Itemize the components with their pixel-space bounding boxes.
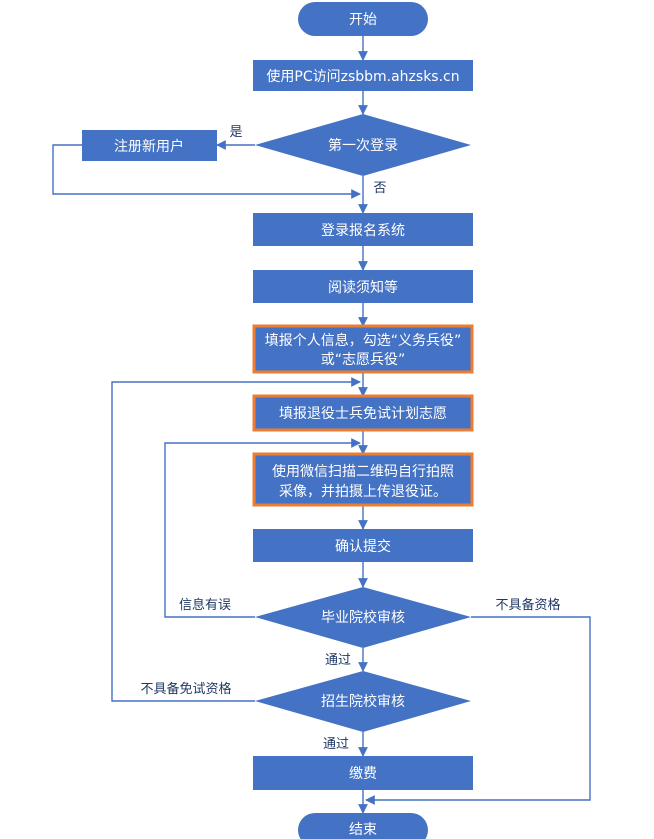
edge-label-not-qualified: 不具备资格	[495, 597, 560, 613]
login-box	[253, 213, 473, 246]
fill-info-box	[252, 324, 474, 374]
upload-box	[252, 452, 474, 507]
edge-label-pass1: 通过	[325, 653, 351, 668]
node-end: 结束	[298, 813, 428, 839]
node-pay: 缴费	[253, 756, 473, 790]
fill-plan-box	[252, 394, 474, 432]
first-login-diamond	[255, 114, 471, 176]
edge-grad-infoerror	[164, 438, 361, 618]
node-fill-info: 填报个人信息，勾选“义务兵役” 或“志愿兵役”	[252, 324, 474, 374]
start-label: 开始	[349, 12, 377, 28]
edge-label-no: 否	[373, 181, 386, 196]
node-first-login: 第一次登录	[255, 114, 471, 176]
node-upload: 使用微信扫描二维码自行拍照 采像，并拍摄上传退役证。	[252, 452, 474, 507]
end-terminal-shape	[298, 813, 428, 839]
fill-info-line1: 填报个人信息，勾选“义务兵役”	[265, 332, 462, 349]
node-read: 阅读须知等	[253, 270, 473, 303]
access-label: 使用PC访问zsbbm.ahzsks.cn	[266, 68, 459, 85]
node-fill-plan: 填报退役士兵免试计划志愿	[252, 394, 474, 432]
access-box	[253, 60, 473, 91]
node-start: 开始	[298, 2, 428, 36]
connectors	[52, 36, 591, 814]
read-box	[253, 270, 473, 303]
upload-line2: 采像，并拍摄上传退役证。	[279, 484, 447, 500]
node-register: 注册新用户	[82, 130, 217, 161]
login-label: 登录报名系统	[321, 223, 405, 239]
start-terminal-shape	[298, 2, 428, 36]
register-label: 注册新用户	[114, 138, 184, 155]
node-grad-review: 毕业院校审核	[255, 587, 471, 648]
edge-label-not-exempt: 不具备免试资格	[140, 681, 231, 697]
edge-enroll-notexempt	[111, 377, 361, 702]
grad-review-diamond	[255, 587, 471, 648]
enroll-review-diamond	[255, 671, 471, 732]
fill-info-line2: 或“志愿兵役”	[321, 352, 406, 368]
node-enroll-review: 招生院校审核	[255, 671, 471, 732]
edge-label-pass2: 通过	[323, 737, 349, 752]
node-access: 使用PC访问zsbbm.ahzsks.cn	[253, 60, 473, 91]
enroll-review-label: 招生院校审核	[321, 693, 405, 710]
grad-review-label: 毕业院校审核	[321, 609, 405, 626]
fill-plan-label: 填报退役士兵免试计划志愿	[279, 406, 447, 422]
node-submit: 确认提交	[253, 529, 473, 562]
first-login-label: 第一次登录	[328, 137, 398, 154]
edge-label-info-error: 信息有误	[179, 597, 231, 613]
submit-label: 确认提交	[335, 538, 391, 555]
edge-register-login	[52, 144, 361, 199]
read-label: 阅读须知等	[328, 279, 398, 296]
pay-box	[253, 756, 473, 790]
edge-label-yes: 是	[229, 125, 242, 140]
pay-label: 缴费	[349, 766, 377, 782]
upload-line1: 使用微信扫描二维码自行拍照	[272, 463, 454, 480]
end-label: 结束	[349, 822, 377, 838]
register-box	[82, 130, 217, 161]
edge-grad-notqualified	[365, 616, 591, 805]
node-login: 登录报名系统	[253, 213, 473, 246]
submit-box	[253, 529, 473, 562]
